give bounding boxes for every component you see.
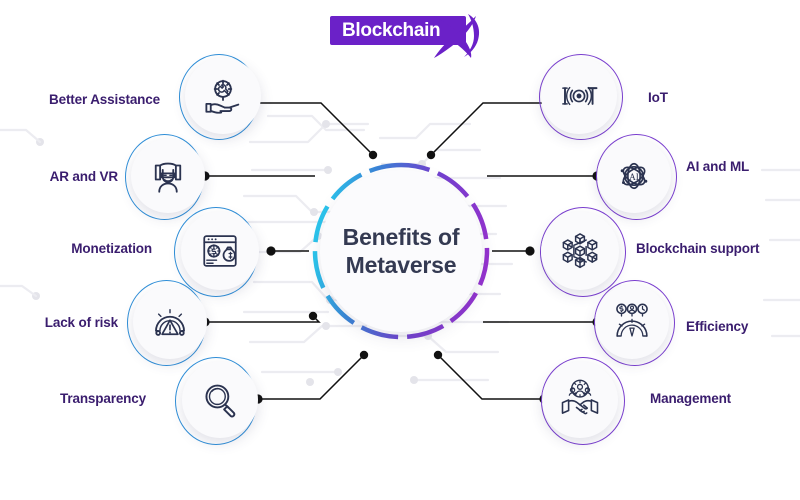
node-disc: AI xyxy=(597,139,671,213)
handshake-team-icon xyxy=(561,379,599,415)
central-hub: Benefits of Metaverse xyxy=(311,161,491,341)
node-halo xyxy=(540,207,626,297)
brand-logo: Blockchain xyxy=(330,14,480,58)
label-monetization: Monetization xyxy=(71,241,152,256)
node-disc xyxy=(133,285,207,359)
label-ai-and-ml: AI and ML xyxy=(686,159,750,174)
atom-ai-icon: AI xyxy=(620,162,648,190)
node-disc xyxy=(182,362,258,438)
node-lack-of-risk[interactable] xyxy=(127,280,207,366)
label-lack-of-risk: Lack of risk xyxy=(44,315,118,330)
gauge-warning-icon xyxy=(155,309,185,336)
iot-wireless-icon xyxy=(562,86,598,106)
vr-headset-person-icon xyxy=(154,162,182,193)
node-ar-and-vr[interactable] xyxy=(125,134,205,220)
node-ai-and-ml[interactable]: AI xyxy=(596,134,677,220)
hub-face: Benefits of Metaverse xyxy=(320,170,482,332)
label-efficiency: Efficiency xyxy=(686,319,749,334)
hub-title-line1: Benefits of xyxy=(342,223,460,250)
node-monetization[interactable] xyxy=(174,207,259,297)
label-blockchain-support: Blockchain support xyxy=(636,241,760,256)
node-disc xyxy=(541,212,619,290)
node-efficiency[interactable] xyxy=(594,280,675,366)
node-management[interactable] xyxy=(541,357,625,445)
node-transparency[interactable] xyxy=(175,357,258,445)
node-blockchain-support[interactable] xyxy=(540,207,626,297)
gauge-gear-metrics-icon xyxy=(616,303,648,337)
label-transparency: Transparency xyxy=(60,391,146,406)
label-iot: IoT xyxy=(648,90,668,105)
label-ar-and-vr: AR and VR xyxy=(49,169,119,184)
magnifying-glass-icon xyxy=(205,384,236,418)
node-better-assistance[interactable] xyxy=(179,54,261,140)
cube-network-icon xyxy=(562,233,598,269)
node-disc xyxy=(542,362,618,438)
node-halo xyxy=(539,54,623,140)
hub-title-line2: Metaverse xyxy=(345,252,457,278)
x-mark-icon xyxy=(434,14,480,58)
node-disc xyxy=(181,212,259,290)
svg-text:AI: AI xyxy=(629,172,639,182)
node-iot[interactable] xyxy=(539,54,623,140)
label-better-assistance: Better Assistance xyxy=(48,92,160,107)
logo-wordmark: Blockchain xyxy=(342,20,441,41)
browser-money-gear-icon xyxy=(203,235,237,267)
hand-holding-gear-icon xyxy=(205,79,240,114)
node-disc xyxy=(595,285,669,359)
node-disc xyxy=(541,58,617,134)
label-management: Management xyxy=(650,391,732,406)
node-disc xyxy=(131,139,205,213)
node-disc xyxy=(185,58,261,134)
